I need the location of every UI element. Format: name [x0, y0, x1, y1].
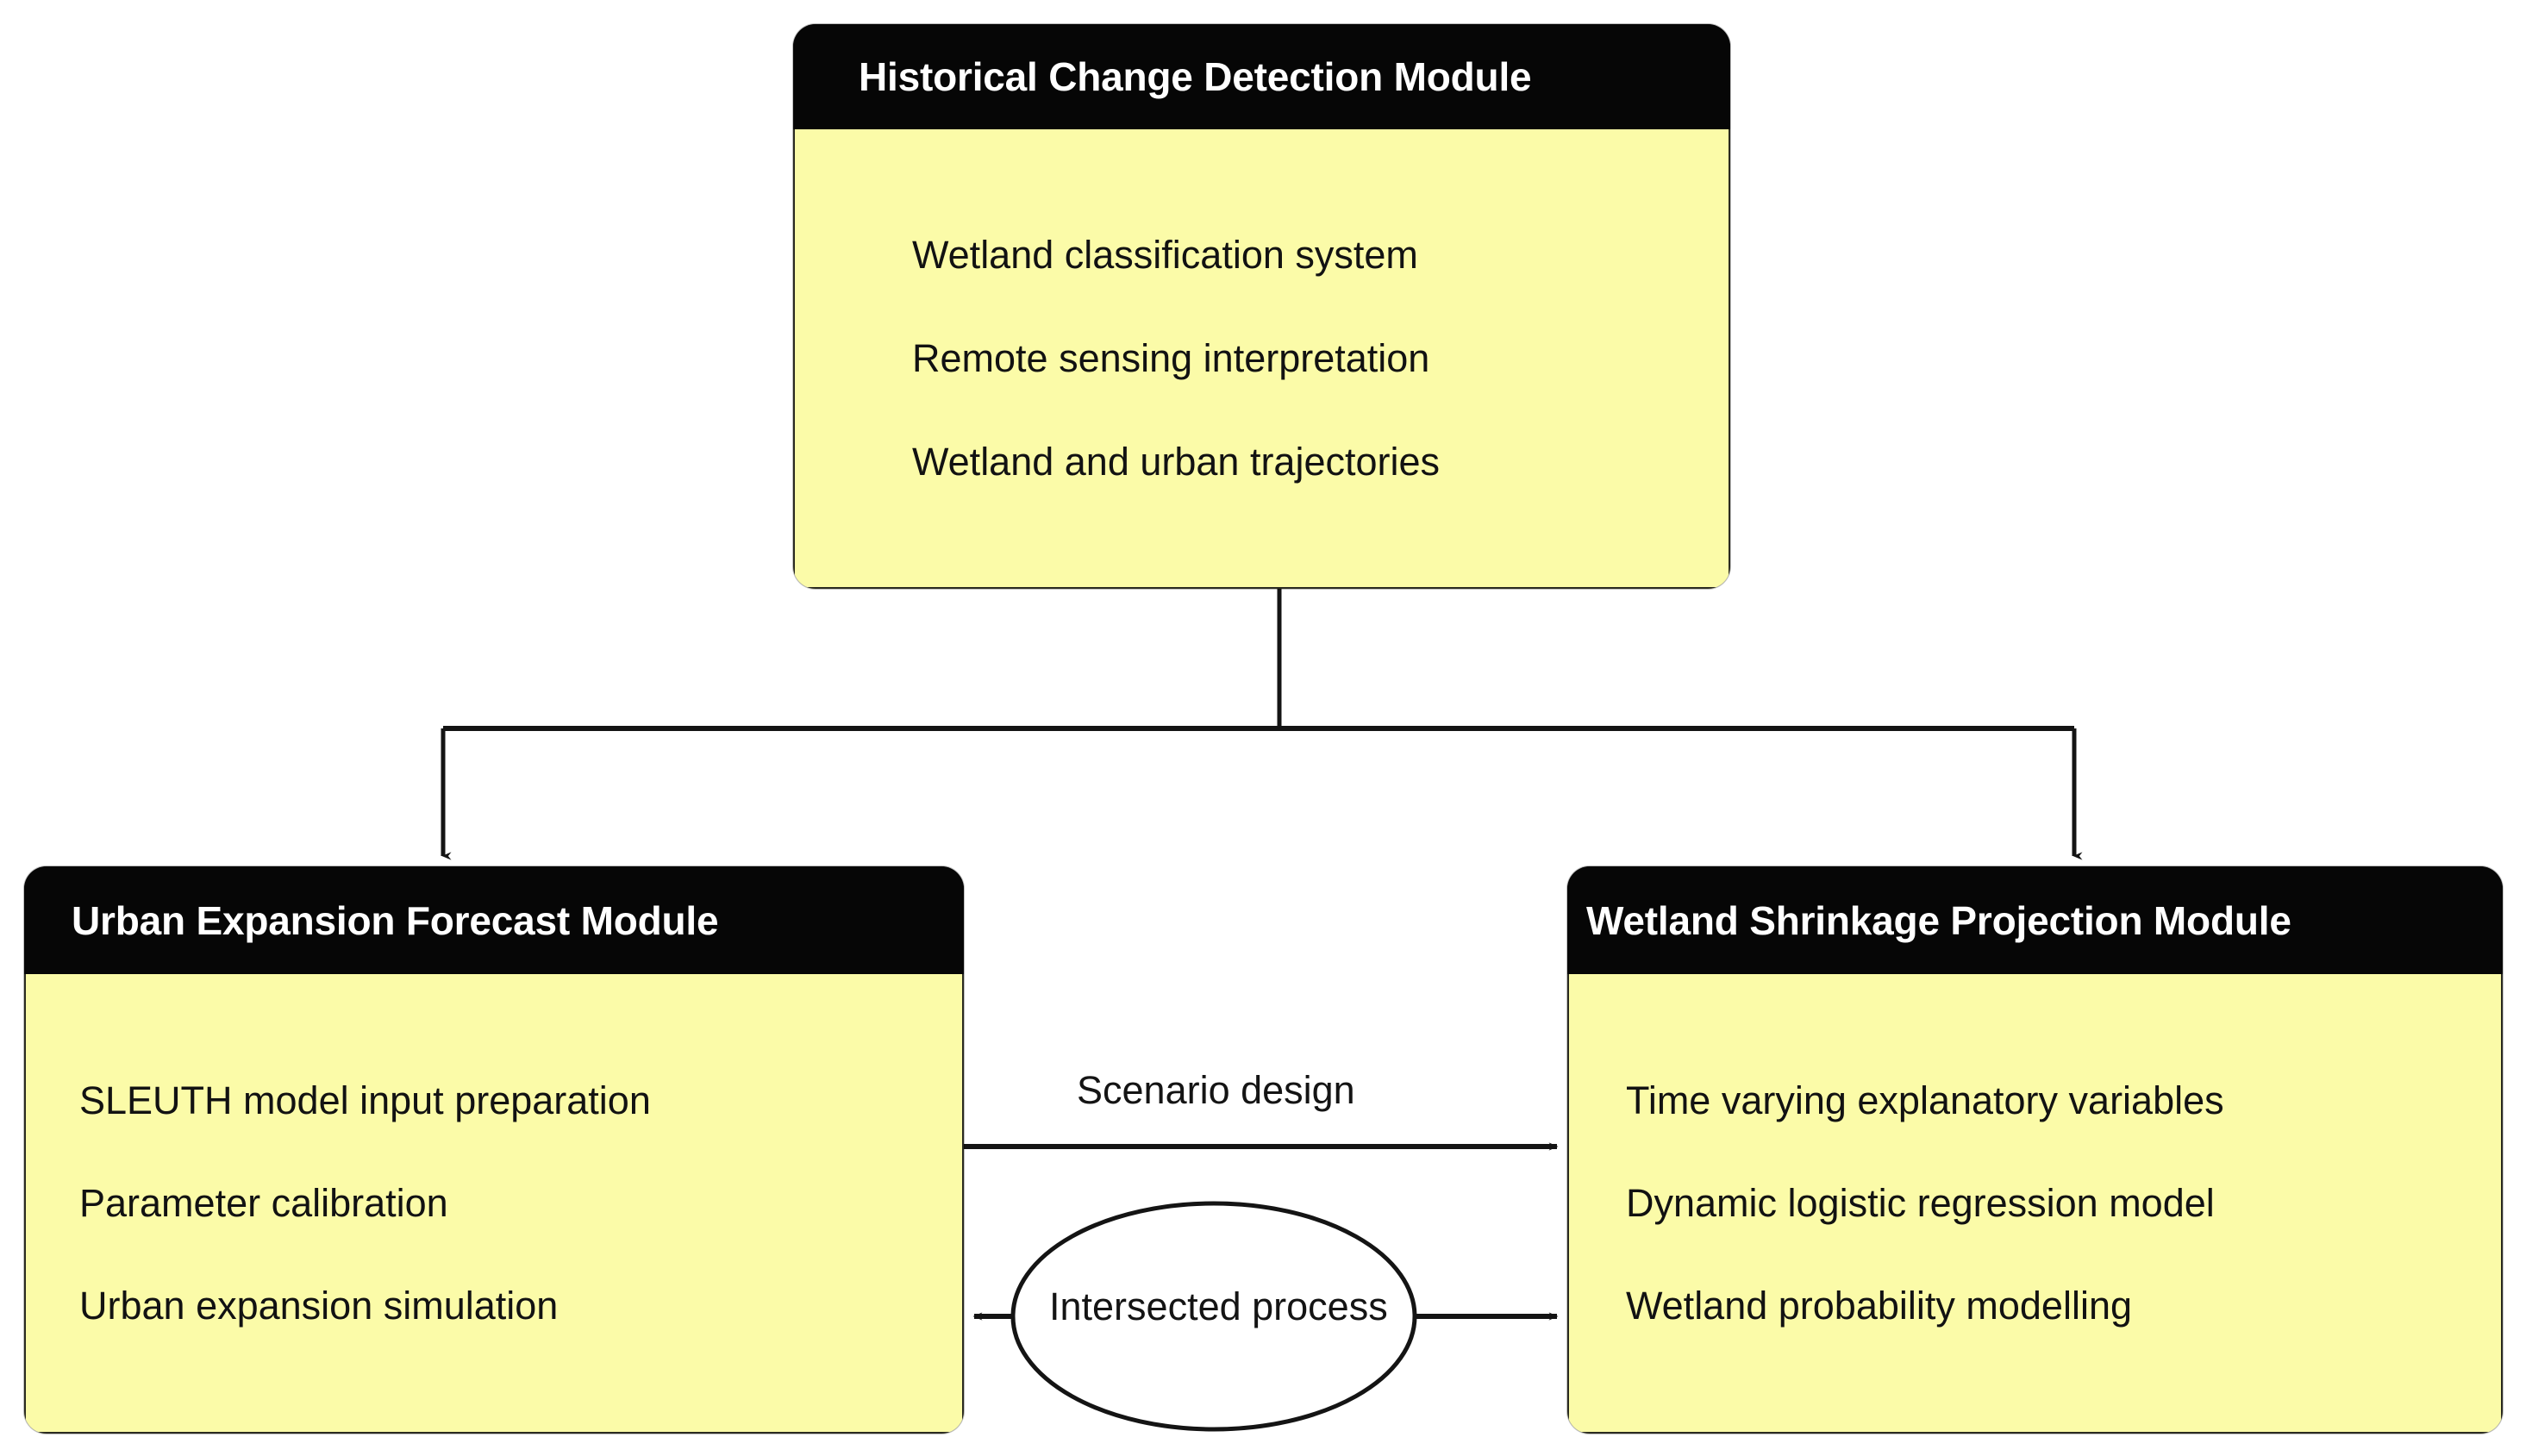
- module-top-body: Wetland classification system Remote sen…: [793, 129, 1730, 589]
- module-right-line-3: Wetland probability modelling: [1626, 1283, 2132, 1328]
- connector-top-to-branch: [443, 589, 2074, 731]
- module-top-line-2: Remote sensing interpretation: [912, 335, 1430, 380]
- module-historical-change-detection: Historical Change Detection Module Wetla…: [793, 24, 1730, 589]
- module-right-line-2: Dynamic logistic regression model: [1626, 1180, 2215, 1225]
- module-wetland-shrinkage-projection: Wetland Shrinkage Projection Module Time…: [1567, 866, 2503, 1434]
- module-left-body: SLEUTH model input preparation Parameter…: [24, 974, 964, 1434]
- module-top-title: Historical Change Detection Module: [793, 24, 1730, 129]
- edge-label-intersected-process: Intersected process: [1049, 1284, 1388, 1328]
- module-right-title: Wetland Shrinkage Projection Module: [1567, 866, 2503, 974]
- module-left-title: Urban Expansion Forecast Module: [24, 866, 964, 974]
- module-urban-expansion-forecast: Urban Expansion Forecast Module SLEUTH m…: [24, 866, 964, 1434]
- module-right-body: Time varying explanatory variables Dynam…: [1567, 974, 2503, 1434]
- module-left-line-3: Urban expansion simulation: [79, 1283, 559, 1328]
- module-left-line-1: SLEUTH model input preparation: [79, 1078, 651, 1122]
- module-left-line-2: Parameter calibration: [79, 1180, 448, 1225]
- module-top-line-1: Wetland classification system: [912, 232, 1418, 277]
- edge-label-scenario-design: Scenario design: [1077, 1068, 1355, 1112]
- module-top-line-3: Wetland and urban trajectories: [912, 439, 1441, 484]
- module-right-line-1: Time varying explanatory variables: [1626, 1078, 2224, 1122]
